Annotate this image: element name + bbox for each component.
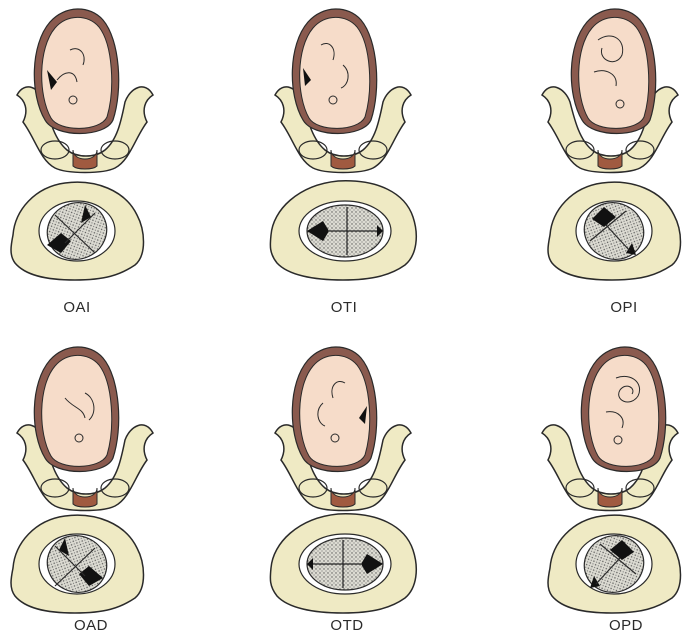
pelvic-inlet-top-view	[11, 515, 144, 613]
uterus-with-fetus	[292, 9, 376, 134]
panel-oai-art	[11, 9, 153, 280]
panel-otd-art	[270, 347, 416, 613]
panel-opd-art	[542, 347, 681, 613]
pelvic-inlet-top-view	[270, 181, 416, 280]
uterus-with-fetus	[292, 347, 376, 472]
pelvic-inlet-top-view	[11, 182, 144, 280]
pelvic-inlet-top-view	[270, 514, 416, 613]
label-opi: OPI	[564, 299, 684, 316]
label-oai: OAI	[17, 299, 137, 316]
uterus-with-fetus	[581, 347, 665, 472]
uterus-with-fetus	[571, 9, 655, 134]
panel-oad-art	[11, 347, 153, 613]
pelvic-inlet-top-view	[548, 515, 681, 613]
panel-opi-art	[542, 9, 681, 280]
uterus-with-fetus	[34, 347, 118, 472]
label-opd: OPD	[566, 617, 686, 634]
label-oti: OTI	[284, 299, 404, 316]
label-otd: OTD	[287, 617, 407, 634]
uterus-with-fetus	[34, 9, 118, 134]
pelvic-inlet-top-view	[548, 182, 681, 280]
panel-oti-art	[270, 9, 416, 280]
label-oad: OAD	[31, 617, 151, 634]
